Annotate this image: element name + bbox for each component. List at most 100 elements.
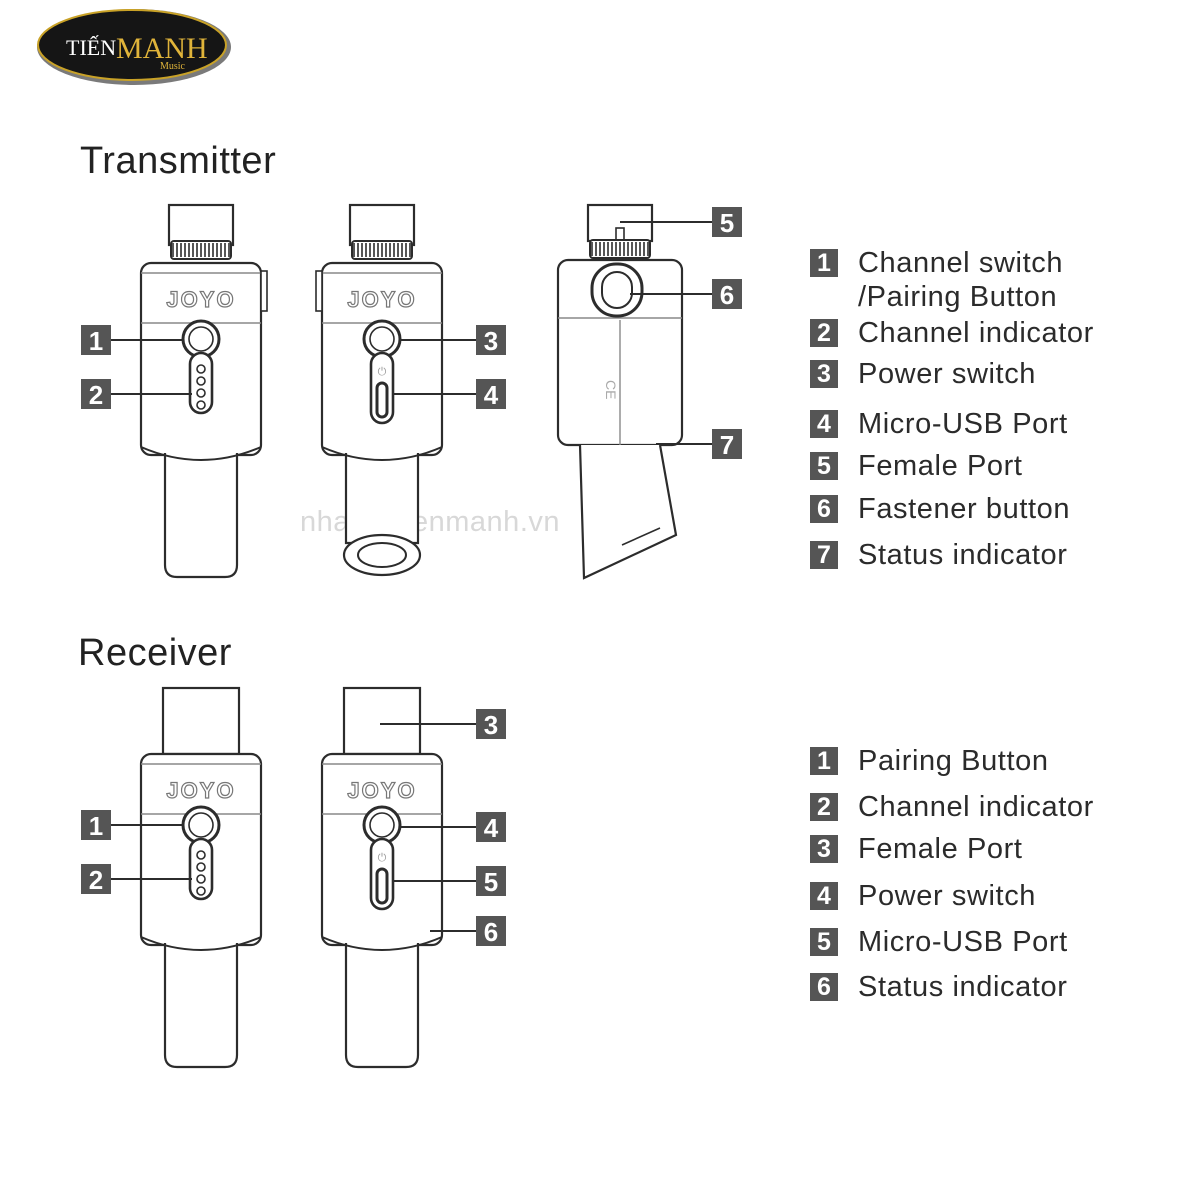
callout-7: 7 (656, 429, 742, 460)
callout-4: 4 (400, 812, 506, 843)
callout-badge (81, 810, 111, 840)
callout-4: 4 (392, 379, 506, 410)
legend-item-6: 6 Status indicator (810, 970, 1068, 1004)
bottom-tube (163, 943, 239, 1069)
legend-badge: 4 (810, 882, 838, 910)
legend-badge: 1 (810, 249, 838, 277)
top-connector (167, 203, 235, 247)
brand-logo: TIẾN MANH Music (34, 6, 234, 88)
bottom-tube (344, 943, 420, 1069)
led-icon (196, 364, 206, 374)
callout-3: 3 (400, 325, 506, 356)
callout-1: 1 (81, 325, 184, 356)
receiver-title: Receiver (78, 632, 232, 674)
usb-port-icon (375, 381, 389, 419)
callout-number: 1 (89, 326, 103, 356)
watermark: nhaccutienmanh.vn (300, 506, 560, 538)
transmitter-title: Transmitter (80, 140, 277, 182)
callout-badge (81, 379, 111, 409)
callout-6: 6 (630, 279, 742, 310)
callout-number: 1 (89, 811, 103, 841)
legend-text: Micro-USB Port (858, 408, 1068, 440)
callout-number: 3 (484, 710, 498, 740)
bottom-tube (344, 453, 420, 545)
callout-2: 2 (81, 864, 192, 895)
callout-badge (81, 864, 111, 894)
legend-badge: 6 (810, 495, 838, 523)
callout-3: 3 (380, 709, 506, 740)
callout-5: 5 (392, 866, 506, 897)
bottom-tube (163, 453, 239, 579)
led-icon (196, 862, 206, 872)
legend-badge: 7 (810, 541, 838, 569)
knurled-ring (589, 239, 651, 259)
legend-badge: 3 (810, 835, 838, 863)
legend-text: Status indicator (858, 539, 1068, 571)
callout-badge (712, 429, 742, 459)
callout-number: 2 (89, 865, 103, 895)
callout-badge (476, 812, 506, 842)
logo-text-tien: TIẾN (66, 35, 116, 60)
callout-number: 6 (720, 280, 734, 310)
callout-badge (712, 279, 742, 309)
legend-badge: 5 (810, 928, 838, 956)
legend-item-5: 5 Female Port (810, 449, 1023, 483)
legend-badge: 2 (810, 793, 838, 821)
device-logo-text: JOYO (347, 778, 416, 803)
callout-number: 5 (484, 867, 498, 897)
legend-badge: 1 (810, 747, 838, 775)
legend-text: Female Port (858, 833, 1023, 865)
legend-text: Female Port (858, 450, 1023, 482)
callout-2: 2 (81, 379, 192, 410)
legend-item-3: 3 Female Port (810, 832, 1023, 866)
callout-badge (476, 325, 506, 355)
callout-number: 7 (720, 430, 734, 460)
transmitter-side-view: CE (556, 203, 684, 580)
legend-badge: 4 (810, 410, 838, 438)
legend-badge: 3 (810, 360, 838, 388)
device-logo-text: JOYO (166, 287, 235, 312)
top-connector (348, 203, 416, 247)
legend-badge: 6 (810, 973, 838, 1001)
callout-number: 6 (484, 917, 498, 947)
power-icon: ⏻ (378, 852, 387, 864)
callout-6: 6 (430, 916, 506, 947)
callout-number: 5 (720, 208, 734, 238)
callout-5: 5 (620, 207, 742, 238)
callout-number: 4 (484, 813, 499, 843)
callout-1: 1 (81, 810, 184, 841)
legend-item-6: 6 Fastener button (810, 492, 1070, 526)
top-connector (342, 686, 422, 756)
callout-badge (81, 325, 111, 355)
callout-badge (476, 866, 506, 896)
legend-text: Channel switch /Pairing Button (858, 247, 1064, 313)
transmitter-power-side: JOYO⏻ (315, 203, 444, 577)
callout-number: 4 (484, 380, 499, 410)
led-icon (196, 388, 206, 398)
logo-text-manh: MANH (116, 32, 208, 65)
ce-mark-text: CE (603, 380, 619, 399)
callout-badge (712, 207, 742, 237)
usb-port-icon (375, 867, 389, 905)
legend-text: Status indicator (858, 971, 1068, 1003)
legend-badge: 5 (810, 452, 838, 480)
callout-number: 2 (89, 380, 103, 410)
callout-badge (476, 379, 506, 409)
legend-item-1: 1 Channel switch /Pairing Button (810, 246, 1063, 314)
logo-text-music: Music (160, 61, 186, 72)
angled-plug (578, 444, 678, 580)
led-icon (196, 400, 206, 410)
knurled-ring (170, 240, 232, 260)
receiver-front: JOYO (139, 686, 263, 1069)
legend-item-4: 4 Micro-USB Port (810, 407, 1068, 441)
led-icon (196, 886, 206, 896)
legend-text: Pairing Button (858, 745, 1049, 777)
legend-text: Fastener button (858, 493, 1071, 525)
callout-badge (476, 916, 506, 946)
led-icon (196, 850, 206, 860)
